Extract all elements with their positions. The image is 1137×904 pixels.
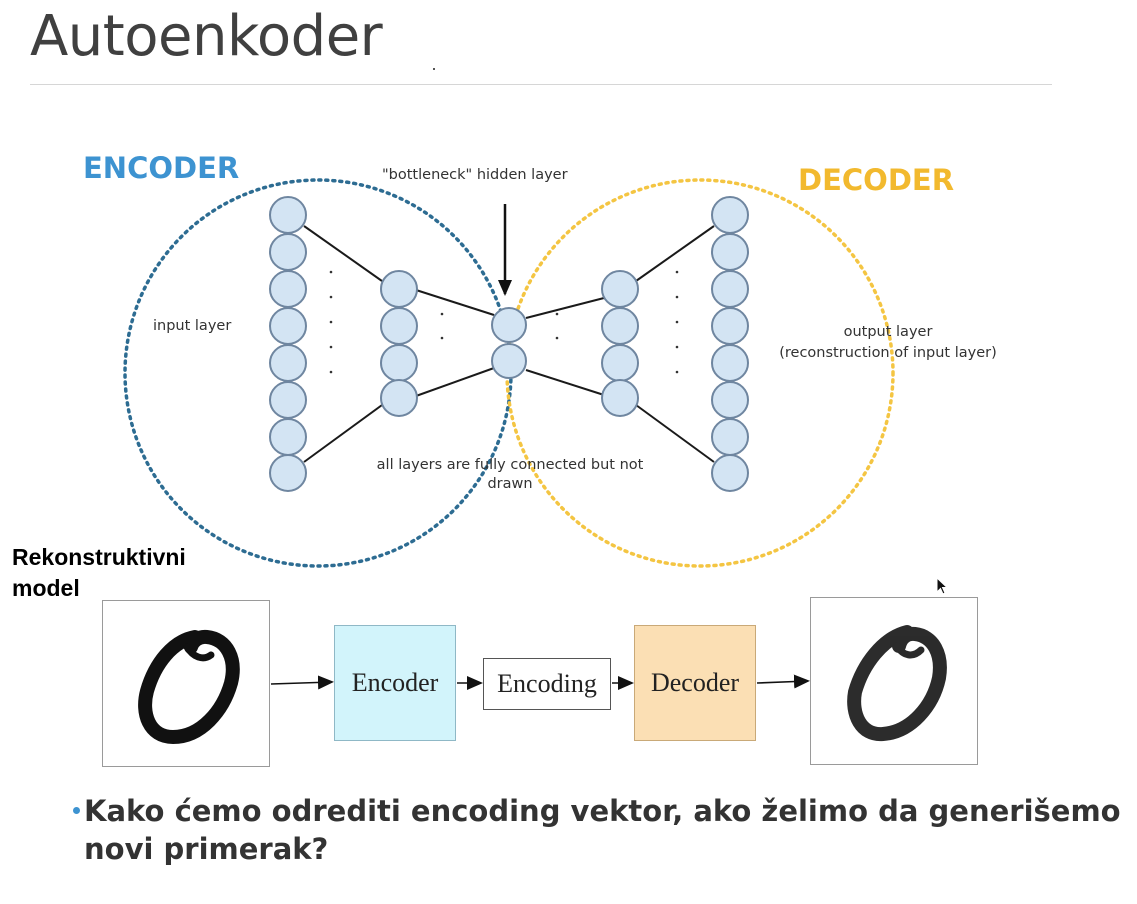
output-digit-image [810,597,978,765]
digit-zero-input-icon [138,629,240,744]
mouse-cursor-icon [936,577,949,595]
title-divider [30,84,1052,85]
decoder-section-label: DECODER [798,163,955,197]
bottleneck-label: "bottleneck" hidden layer [382,167,568,183]
flow-arrows [270,674,810,690]
output-layer-label: output layer (reconstruction of input la… [768,322,1008,364]
ellipsis-dots [329,270,679,374]
decoder-hidden-nodes [601,270,639,417]
input-layer-label: input layer [153,318,232,334]
digit-zero-output-icon [847,625,947,742]
bottleneck-nodes [491,307,527,379]
input-digit-image [102,600,270,767]
output-layer-subtitle: (reconstruction of input layer) [779,345,997,361]
bullet-dot-icon [73,807,80,814]
encoder-hidden-nodes [380,270,418,417]
reconstructive-model-label: Rekonstruktivni model [12,544,186,601]
output-layer-title: output layer [843,324,933,340]
encoder-box: Encoder [334,625,456,741]
encoder-circle [123,178,513,568]
fully-connected-note: all layers are fully connected but not d… [376,457,644,492]
decoder-circle [505,178,895,568]
input-layer-nodes [269,196,307,492]
slide-title: Autoenkoder [30,4,383,69]
decoder-box: Decoder [634,625,756,741]
stray-dot [433,68,435,70]
encoder-section-label: ENCODER [83,151,240,185]
bullet-question: Kako ćemo odrediti encoding vektor, ako … [84,794,1121,866]
output-layer-nodes [711,196,749,492]
encoding-box: Encoding [483,658,611,710]
connection-lines [303,225,715,463]
